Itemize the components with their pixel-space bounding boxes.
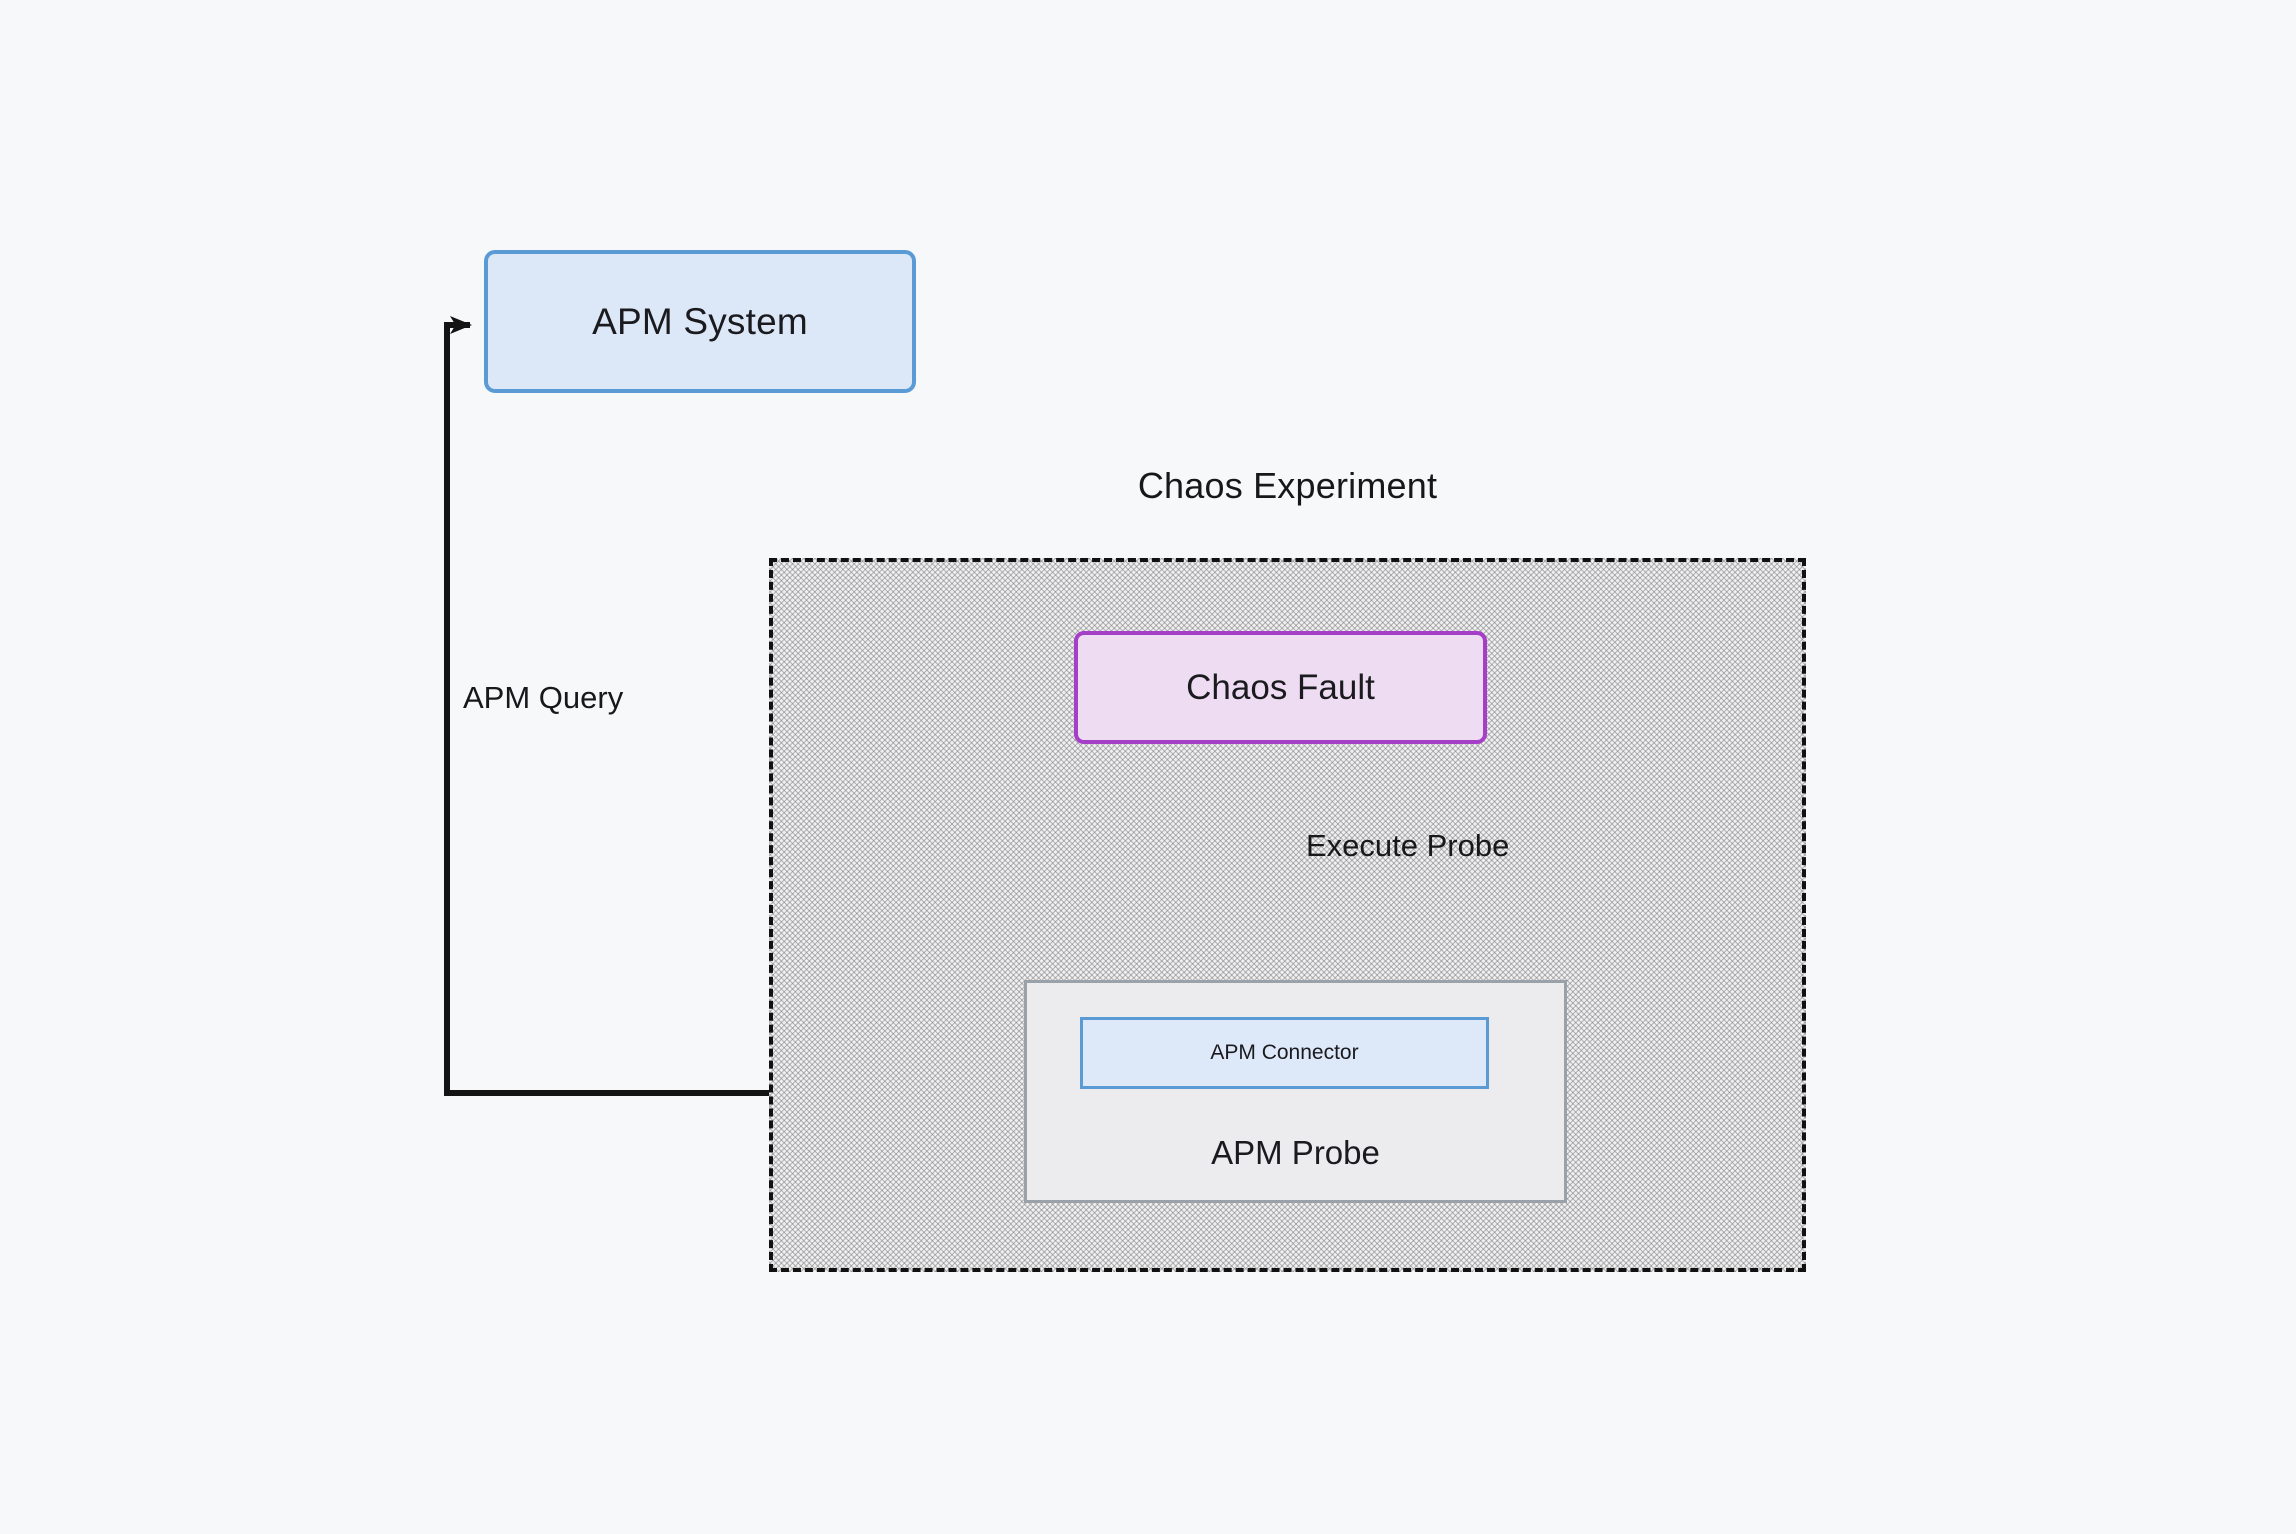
node-chaos-fault-label: Chaos Fault (1186, 667, 1375, 707)
node-apm-probe-label: APM Probe (1211, 1134, 1380, 1171)
node-apm-connector[interactable]: APM Connector (1080, 1017, 1489, 1089)
node-apm-system-label: APM System (592, 300, 808, 342)
node-apm-connector-label: APM Connector (1210, 1041, 1359, 1064)
node-chaos-fault[interactable]: Chaos Fault (1074, 631, 1487, 744)
edge-label-execute-probe: Execute Probe (1306, 828, 1510, 863)
node-apm-system[interactable]: APM System (484, 250, 916, 393)
chaos-experiment-title: Chaos Experiment (1137, 465, 1438, 506)
node-apm-probe[interactable]: APM Probe (1024, 980, 1567, 1203)
edge-label-apm-query: APM Query (463, 680, 624, 715)
